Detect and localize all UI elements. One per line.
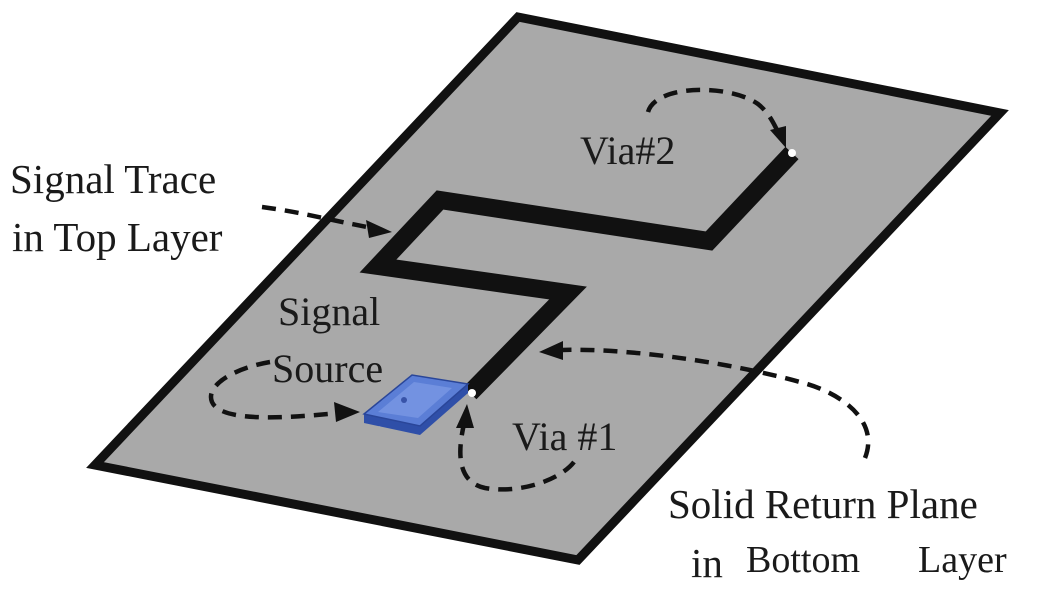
signal-trace [359,146,799,400]
via-1-dot [468,389,476,397]
via-2-dot [788,149,796,157]
label-via-1: Via #1 [512,414,617,459]
arrow-via2 [645,87,786,148]
label-signal-trace-line2: in Top Layer [12,214,223,260]
label-signal-source-line2: Source [272,346,383,391]
arrow-signal-source [208,359,360,422]
label-signal-trace-line1: Signal Trace [10,156,216,202]
arrow-return-plane [539,341,871,459]
label-via-2: Via#2 [580,128,675,173]
label-signal-source-line1: Signal [278,289,380,334]
arrow-signal-trace [261,204,392,238]
label-return-plane-line2-in: in [691,540,723,586]
ic-chip-icon [362,374,470,435]
arrow-via1 [456,404,576,492]
label-return-plane-line2-bottom: Bottom [746,539,860,581]
label-return-plane-line2-layer: Layer [918,539,1007,581]
label-return-plane-line1: Solid Return Plane [668,481,978,527]
